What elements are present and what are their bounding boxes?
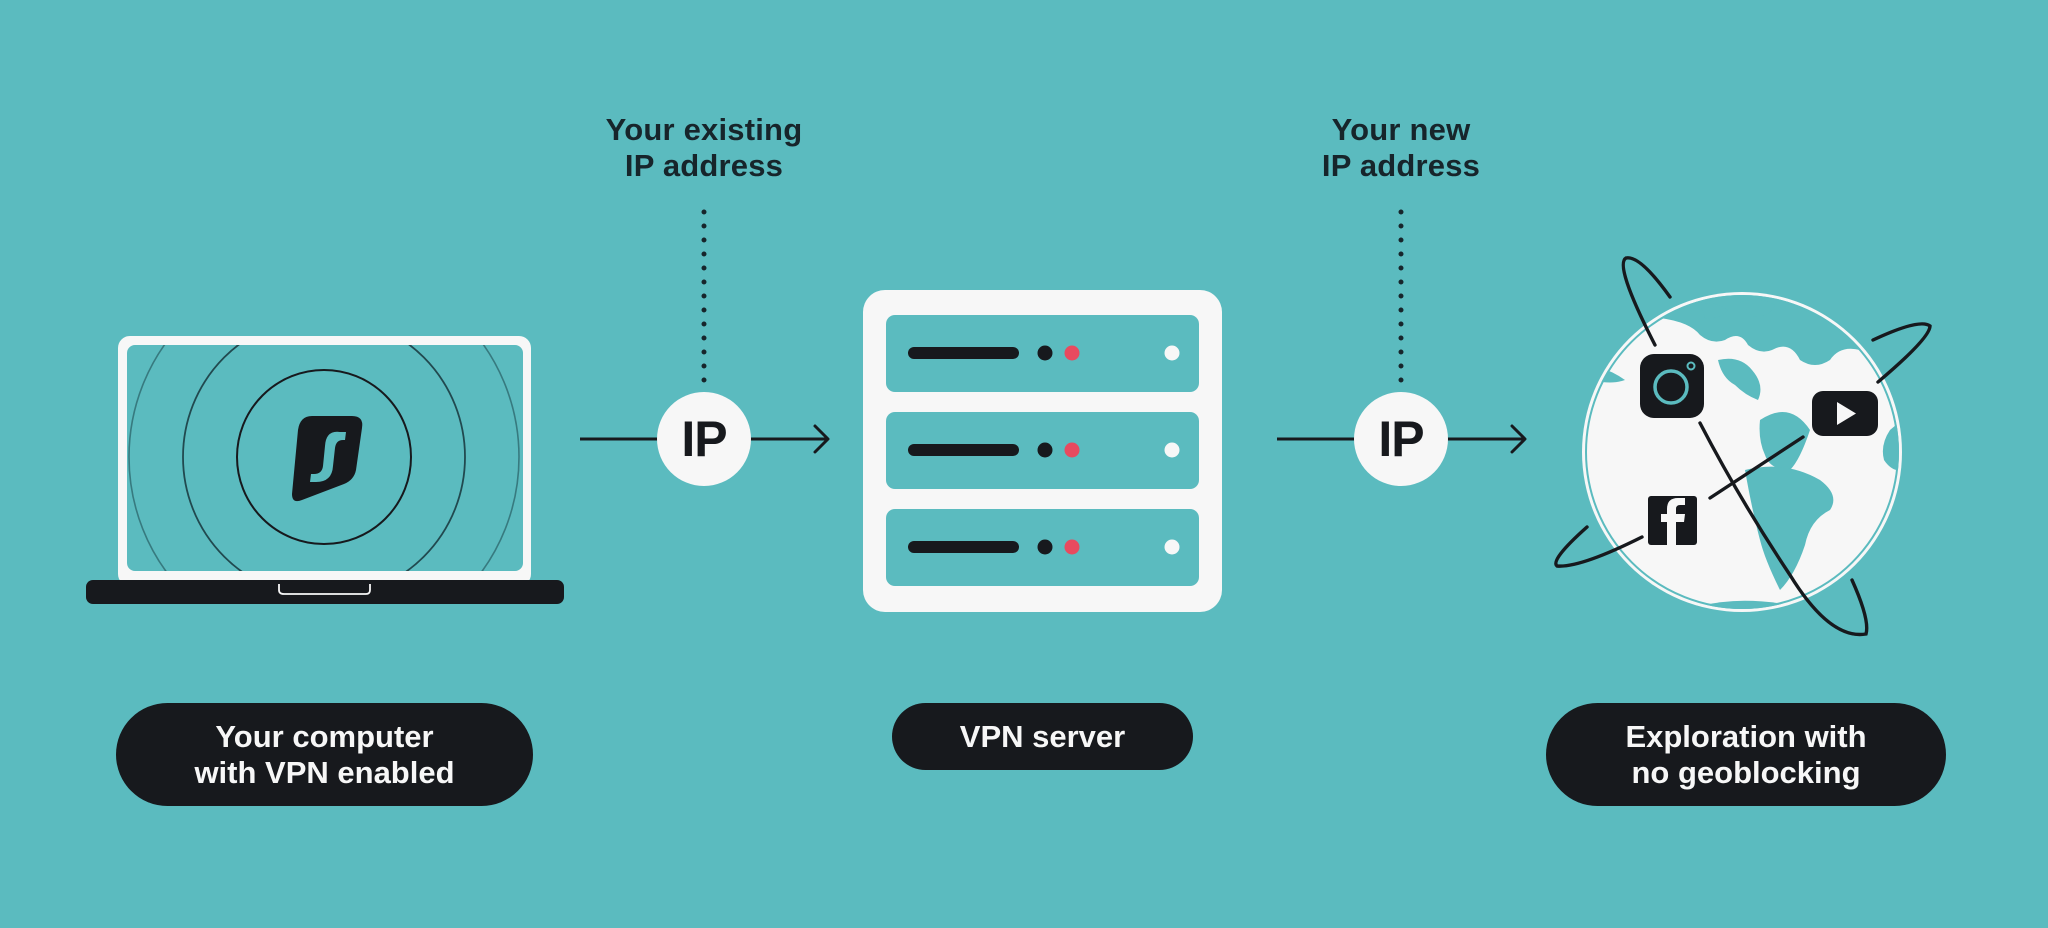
status-light-dark — [1037, 442, 1053, 458]
power-button-indicator — [1164, 442, 1180, 458]
heading-existing-ip-line-1: Your existing — [605, 112, 803, 147]
heading-new-ip-line-1: Your new — [1331, 112, 1471, 147]
facebook-icon — [1648, 496, 1697, 545]
server-unit — [886, 509, 1199, 586]
power-button-indicator — [1164, 345, 1180, 361]
label-pill-server: VPN server — [892, 703, 1193, 770]
status-light-dark — [1037, 539, 1053, 555]
label-computer-line-2: with VPN enabled — [194, 754, 455, 790]
globe-outline — [1585, 295, 1899, 609]
orbit-2-left — [1554, 525, 1644, 568]
signal-rings — [128, 345, 520, 571]
instagram-icon — [1640, 354, 1704, 418]
heading-new-ip: Your new IP address — [1251, 112, 1551, 184]
status-light-red — [1064, 442, 1080, 458]
youtube-icon — [1812, 391, 1878, 436]
status-light-dark — [1037, 345, 1053, 361]
heading-existing-ip: Your existing IP address — [554, 112, 854, 184]
laptop-icon — [86, 336, 564, 604]
label-pill-exploration: Exploration with no geoblocking — [1546, 703, 1946, 806]
surfshark-logo-icon — [292, 416, 363, 502]
orbit-lines — [1554, 256, 1932, 637]
ip-badge-existing: IP — [681, 411, 727, 467]
ip-badge-circle — [657, 392, 751, 486]
signal-ring-middle — [182, 345, 466, 571]
server-unit — [886, 412, 1199, 489]
arrow-head-icon — [813, 424, 830, 454]
signal-ring-outer — [128, 345, 520, 571]
globe-sphere — [1582, 292, 1902, 612]
orbit-2-middle — [1708, 435, 1805, 500]
label-pill-computer: Your computer with VPN enabled — [116, 703, 533, 806]
globe-icon — [1582, 292, 1902, 612]
heading-existing-ip-line-2: IP address — [624, 148, 784, 183]
server-unit — [886, 315, 1199, 392]
status-light-red — [1064, 539, 1080, 555]
heading-new-ip-line-2: IP address — [1321, 148, 1481, 183]
laptop-base — [86, 580, 564, 604]
status-light-red — [1064, 345, 1080, 361]
label-exploration-line-2: no geoblocking — [1631, 754, 1861, 790]
connector-new-ip — [1277, 209, 1527, 486]
ip-badge-circle — [1354, 392, 1448, 486]
arrow-head-icon — [1510, 424, 1527, 454]
orbit-1-top — [1621, 256, 1672, 347]
label-computer-line-1: Your computer — [215, 718, 434, 754]
server-rack-icon — [863, 290, 1222, 612]
orbit-2-right — [1871, 322, 1932, 384]
ip-badge-new: IP — [1378, 411, 1424, 467]
power-button-indicator — [1164, 539, 1180, 555]
laptop-trackpad-notch — [278, 584, 371, 595]
connector-existing-ip — [580, 209, 830, 486]
label-server-line-1: VPN server — [959, 718, 1126, 754]
label-exploration-line-1: Exploration with — [1625, 718, 1867, 754]
signal-ring-inner — [236, 369, 412, 545]
